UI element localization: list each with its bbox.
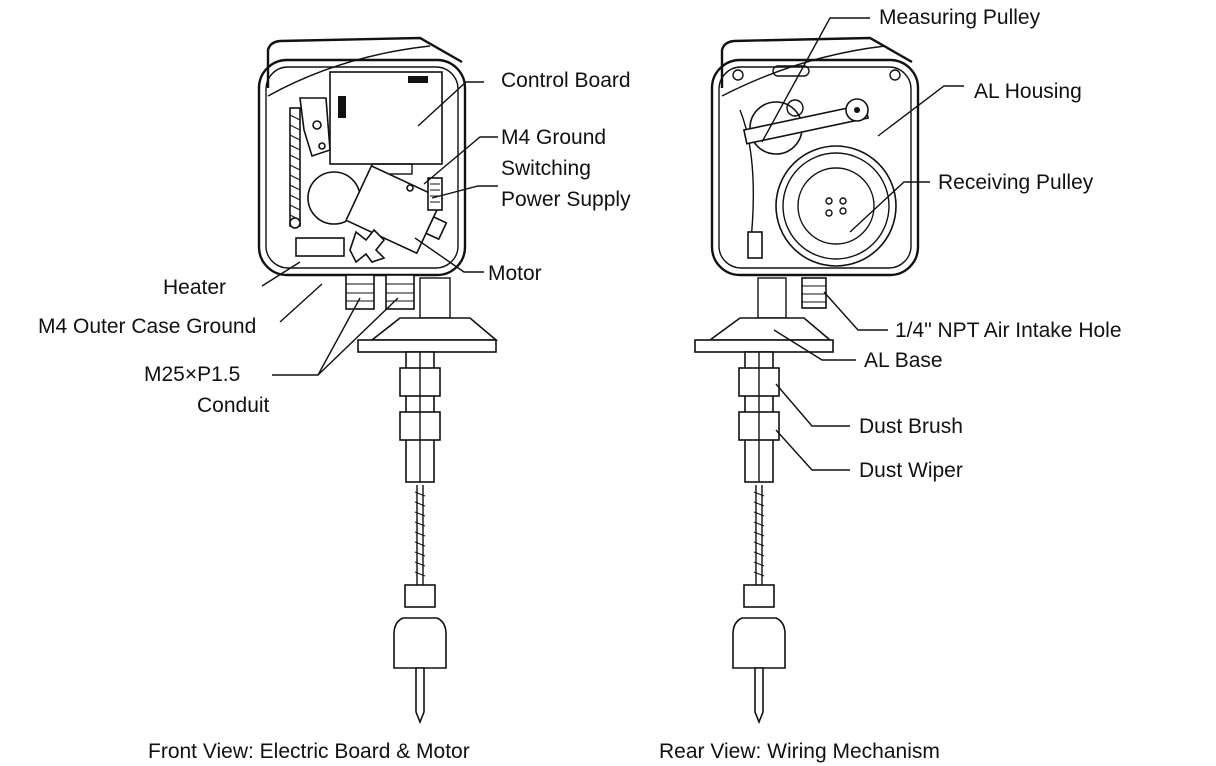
rear-chain	[753, 485, 765, 585]
leader-air-intake	[823, 291, 888, 331]
rear-weight	[732, 617, 786, 669]
front-view-device	[257, 36, 499, 725]
front-view-caption: Front View: Electric Board & Motor	[148, 740, 470, 763]
heater-end	[289, 217, 301, 229]
power-supply	[427, 177, 443, 211]
label-conduit-size: M25×P1.5	[144, 363, 240, 386]
label-al-housing: AL Housing	[974, 80, 1082, 103]
label-dust-wiper: Dust Wiper	[859, 459, 963, 482]
front-chain	[414, 485, 426, 585]
label-motor: Motor	[488, 262, 542, 285]
leader-conduit-2	[317, 297, 399, 376]
al-base-top	[707, 317, 833, 341]
ground-screw	[406, 184, 414, 192]
board-connector	[338, 96, 346, 118]
leader-dust-wiper	[775, 429, 850, 471]
label-heater: Heater	[163, 276, 226, 299]
cable-gland-1	[345, 274, 375, 310]
leader-al-base	[773, 329, 856, 361]
leader-dust-brush	[775, 383, 850, 427]
al-base-plate	[694, 339, 834, 353]
leader-control-board	[417, 81, 484, 127]
board-chip	[408, 76, 428, 83]
leader-m4-ground	[423, 136, 498, 185]
motor-body	[345, 164, 448, 255]
front-flange-plate	[357, 339, 497, 353]
label-air-intake: 1/4" NPT Air Intake Hole	[895, 319, 1122, 342]
rear-swivel	[743, 584, 775, 608]
leader-motor	[414, 237, 484, 273]
front-weight	[393, 617, 447, 669]
rear-lid-edge	[721, 45, 886, 97]
fitting	[349, 228, 386, 264]
rear-neck	[757, 277, 787, 319]
front-lid	[266, 36, 463, 88]
front-neck	[419, 277, 451, 319]
label-conduit: Conduit	[197, 394, 270, 417]
receiving-pulley	[775, 145, 897, 267]
rear-view-device	[694, 36, 920, 725]
front-lid-edge	[267, 45, 431, 97]
control-board	[329, 71, 443, 165]
label-m4-ground: M4 Ground	[501, 126, 606, 149]
rear-latch	[747, 231, 763, 259]
rear-slot	[772, 65, 810, 77]
terminal-block	[295, 237, 345, 257]
front-housing-inner	[265, 66, 459, 269]
leader-receiving-pulley	[849, 181, 930, 233]
label-switching: Switching	[501, 157, 591, 180]
air-intake-fitting	[801, 277, 827, 309]
label-receiving-pulley: Receiving Pulley	[938, 171, 1094, 194]
front-probe-tip	[415, 667, 425, 725]
rear-probe-tip	[754, 667, 764, 725]
rear-housing-inner	[718, 66, 912, 269]
label-power-supply: Power Supply	[501, 188, 631, 211]
cable-gland-2	[385, 274, 415, 310]
label-control-board: Control Board	[501, 69, 631, 92]
rear-leader-lines	[761, 17, 964, 471]
leader-heater	[261, 261, 301, 287]
rear-lid	[720, 36, 913, 88]
leader-al-housing	[877, 85, 964, 137]
label-measuring-pulley: Measuring Pulley	[879, 6, 1041, 29]
leader-measuring-pulley	[761, 17, 870, 143]
leader-switching	[431, 185, 498, 199]
rear-view-caption: Rear View: Wiring Mechanism	[659, 740, 940, 763]
label-al-base: AL Base	[864, 349, 943, 372]
front-leader-lines	[261, 81, 498, 376]
leader-outer-ground	[279, 283, 323, 323]
label-dust-brush: Dust Brush	[859, 415, 963, 438]
front-flange-top	[369, 317, 499, 341]
label-outer-ground: M4 Outer Case Ground	[38, 315, 256, 338]
front-swivel	[404, 584, 436, 608]
